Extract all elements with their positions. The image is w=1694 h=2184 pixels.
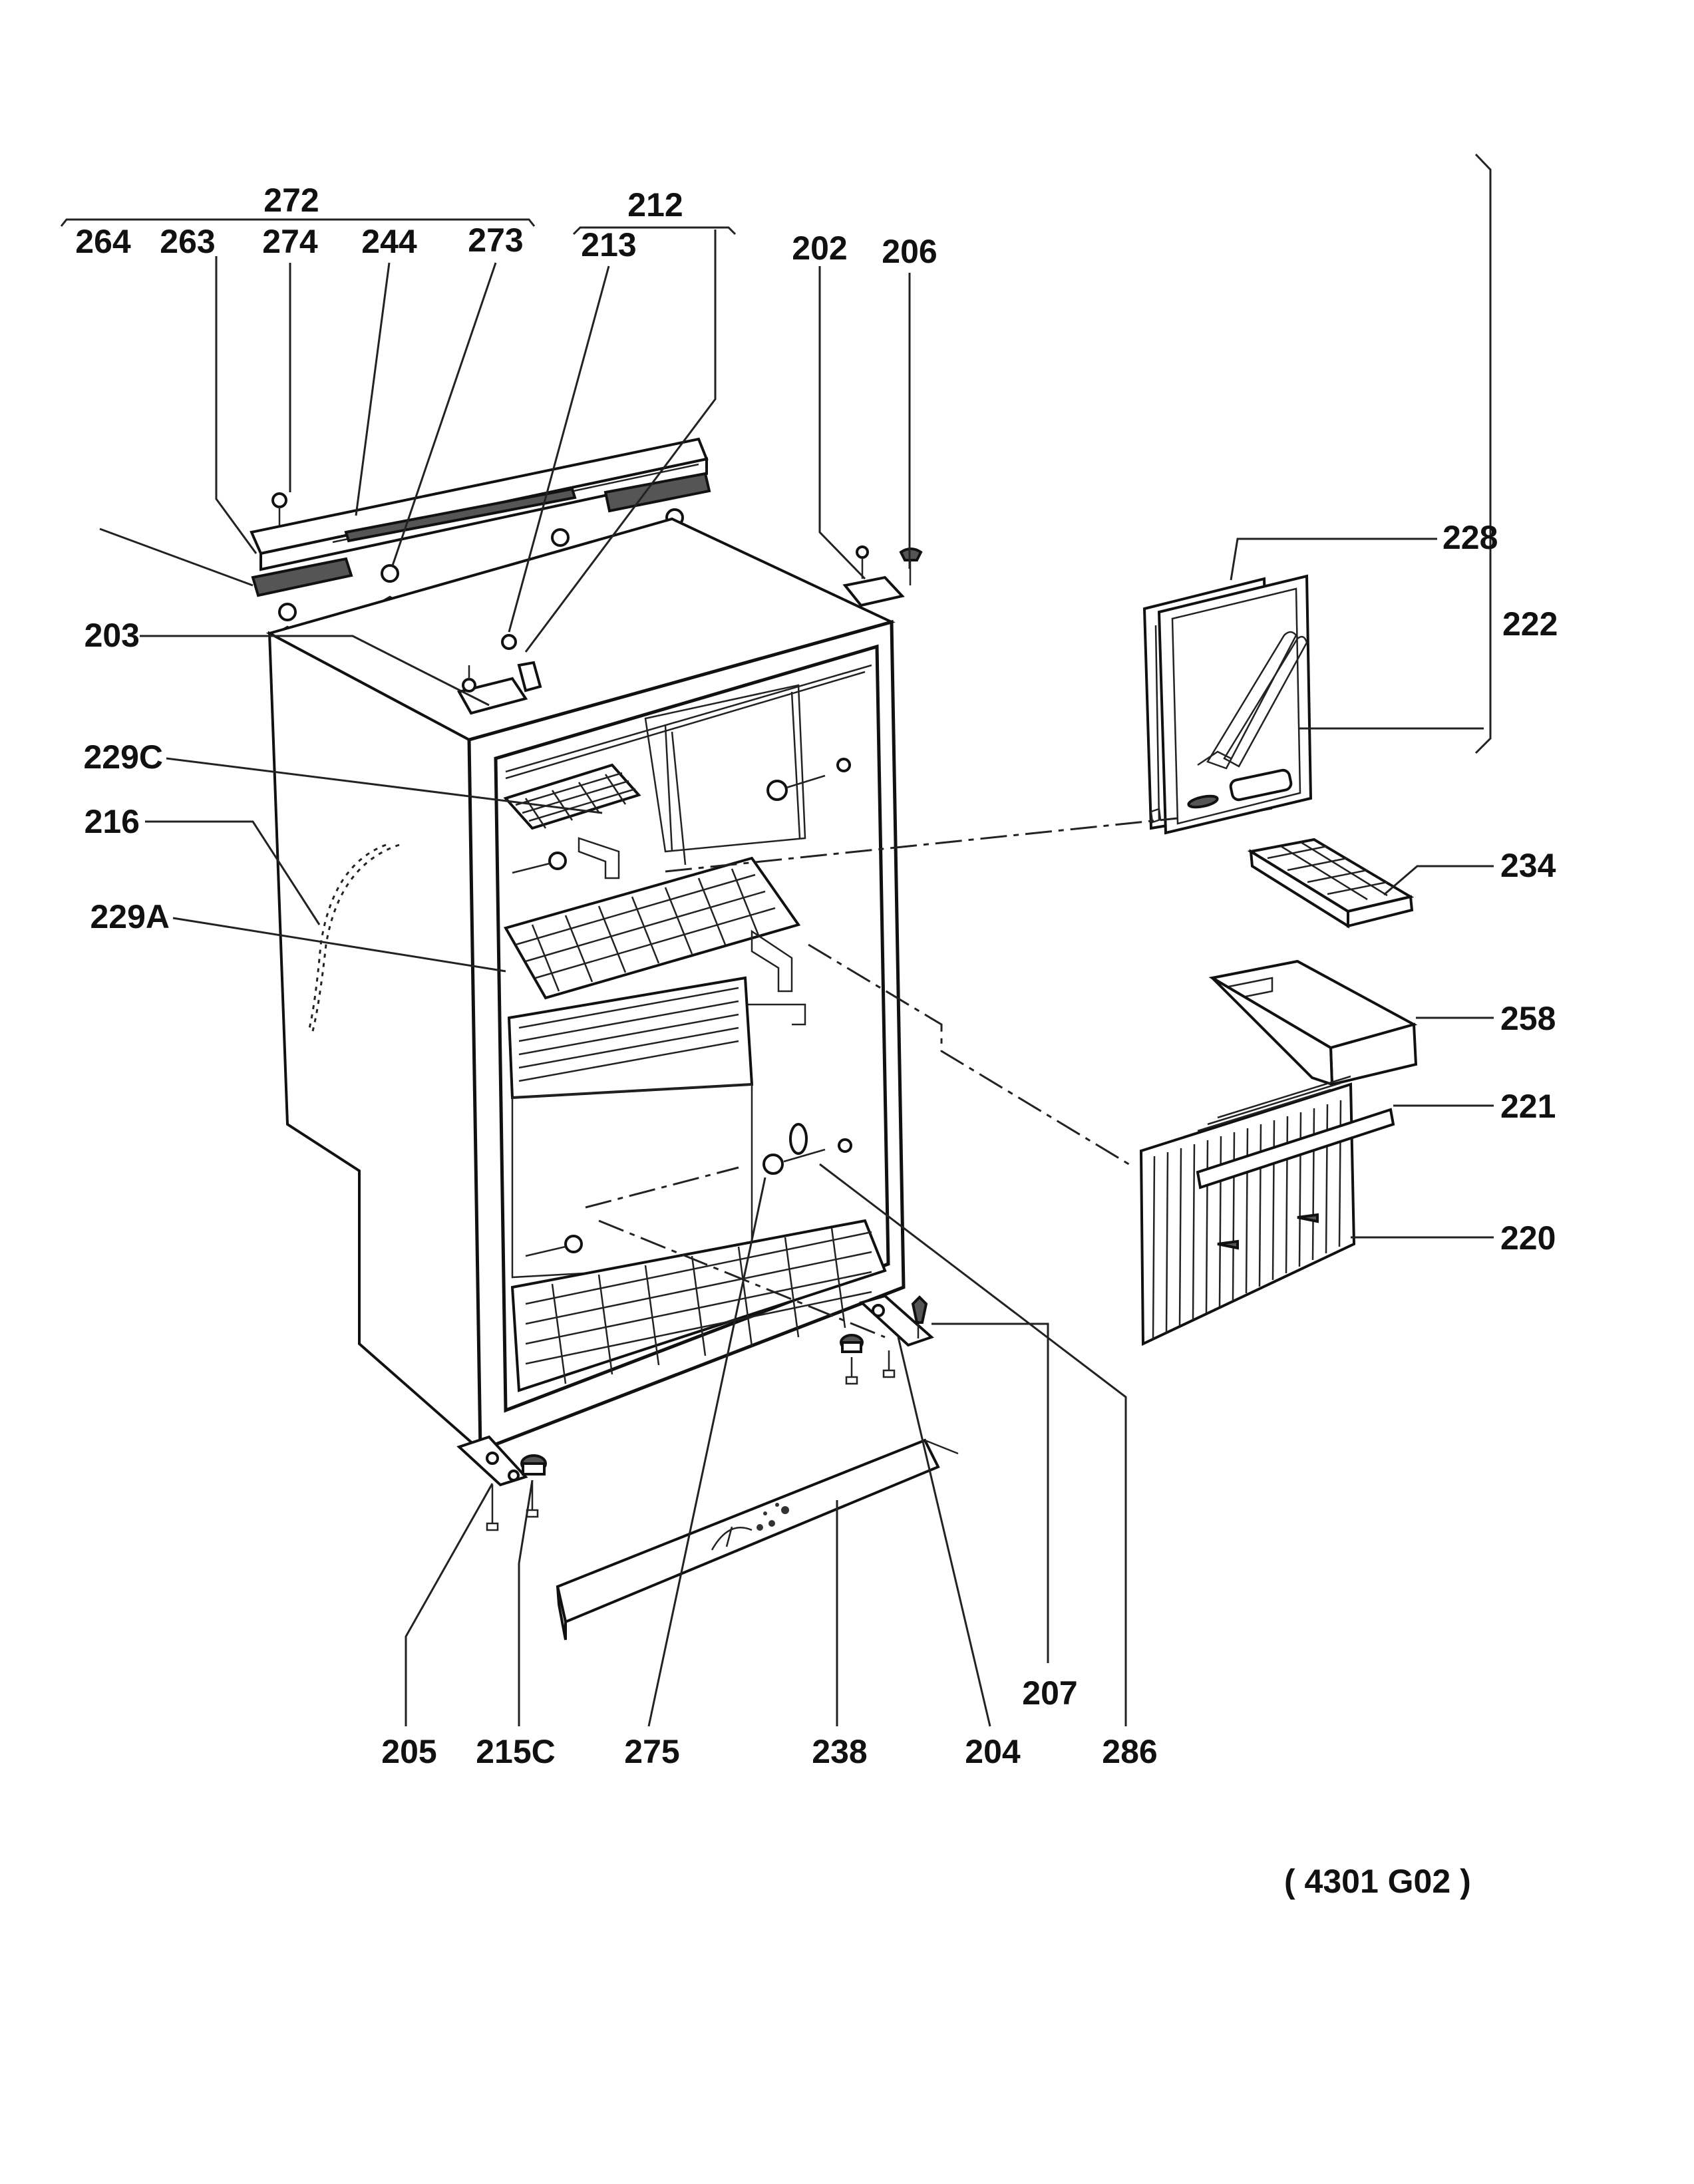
label-213: 213: [581, 226, 636, 263]
inner-fasteners: [512, 758, 852, 1257]
bottom-left-hinge: [456, 1435, 547, 1531]
label-204: 204: [965, 1733, 1021, 1770]
bottom-shelf: [510, 1219, 887, 1392]
ice-cube-tray-234: [1247, 838, 1415, 929]
label-215C: 215C: [476, 1733, 556, 1770]
label-274: 274: [262, 223, 318, 260]
label-275: 275: [624, 1733, 679, 1770]
label-273: 273: [468, 222, 523, 259]
group-bracket-212: [572, 226, 737, 235]
shelf-229A: [503, 856, 806, 1026]
crisper-cover: [507, 976, 754, 1279]
drawing-code: ( 4301 G02 ): [1284, 1863, 1471, 1900]
door-assembly-222: [1142, 574, 1313, 835]
label-206: 206: [882, 233, 937, 270]
label-229C: 229C: [83, 738, 163, 776]
label-244: 244: [361, 223, 417, 260]
leader-lines: [99, 230, 1494, 1727]
label-202: 202: [792, 230, 847, 267]
label-207: 207: [1022, 1674, 1077, 1712]
label-221: 221: [1500, 1088, 1556, 1125]
refrigerator-cabinet: [265, 517, 923, 1454]
label-234: 234: [1500, 847, 1556, 884]
label-272: 272: [263, 182, 319, 219]
shelf-229C: [503, 763, 641, 879]
label-286: 286: [1102, 1733, 1157, 1770]
label-222: 222: [1502, 605, 1558, 643]
group-bracket-222: [1474, 153, 1492, 754]
label-263: 263: [160, 223, 215, 260]
control-panel-238: [556, 1438, 959, 1640]
label-228: 228: [1442, 519, 1498, 556]
alignment-lines: [585, 817, 1178, 1338]
label-212: 212: [627, 186, 683, 224]
top-crossbar-assembly: [250, 437, 711, 639]
label-220: 220: [1500, 1219, 1556, 1257]
label-216: 216: [85, 803, 140, 840]
label-203: 203: [85, 617, 140, 654]
part-labels: 272 212 264 263 274 244 273 213 202 206 …: [75, 182, 1558, 1770]
evaporator-fins-220: [1139, 1075, 1395, 1346]
drip-tray-258: [1208, 959, 1418, 1086]
label-205: 205: [381, 1733, 436, 1770]
label-264: 264: [75, 223, 131, 260]
group-bracket-272: [60, 218, 536, 227]
bottom-right-hinge: [840, 1294, 934, 1385]
label-229A: 229A: [90, 898, 170, 935]
label-238: 238: [812, 1733, 867, 1770]
label-258: 258: [1500, 1000, 1556, 1037]
